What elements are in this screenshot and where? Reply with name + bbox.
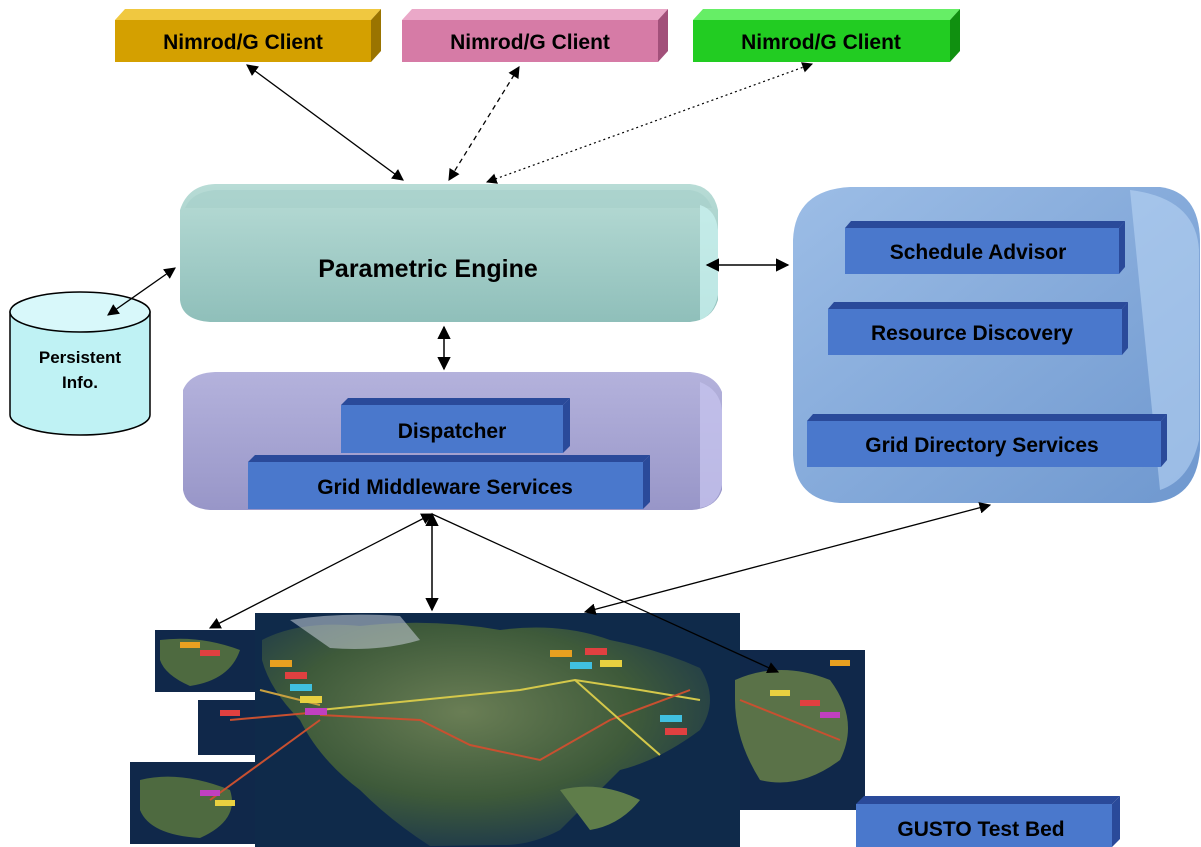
engine-label: Parametric Engine — [318, 255, 538, 283]
schedule-advisor-label: Schedule Advisor — [890, 241, 1067, 264]
client-label-2: Nimrod/G Client — [450, 31, 610, 54]
connector-client2-engine — [448, 66, 520, 181]
connector-middleware-west — [208, 513, 434, 629]
testbed-label: GUSTO Test Bed — [897, 818, 1064, 841]
connector-client1-engine — [246, 64, 404, 181]
flag-cluster-europe — [770, 660, 850, 718]
persistent-info-cylinder: Persistent Info. — [9, 291, 151, 436]
persistent-info-line2: Info. — [62, 373, 98, 392]
persistent-info-line1: Persistent — [39, 348, 122, 367]
dispatcher-label: Dispatcher — [398, 420, 507, 443]
grid-directory-box: Grid Directory Services — [807, 414, 1167, 467]
grid-middleware-box: Grid Middleware Services — [248, 455, 650, 509]
parametric-engine-box: Parametric Engine — [180, 184, 718, 322]
flag-cluster-insets — [180, 642, 240, 806]
client-box-face — [115, 20, 371, 62]
grid-middleware-label: Grid Middleware Services — [317, 476, 573, 499]
schedule-advisor-box: Schedule Advisor — [845, 221, 1125, 274]
flag-cluster-west — [270, 660, 327, 715]
resource-discovery-label: Resource Discovery — [871, 322, 1073, 345]
resource-discovery-box: Resource Discovery — [828, 302, 1128, 355]
grid-directory-label: Grid Directory Services — [865, 434, 1098, 457]
client-box-1: Nimrod/G Client — [115, 9, 381, 62]
testbed-label-box: GUSTO Test Bed — [856, 796, 1120, 847]
client-label-3: Nimrod/G Client — [741, 31, 901, 54]
dispatcher-box: Dispatcher — [341, 398, 570, 453]
middleware-panel: Dispatcher Grid Middleware Services — [183, 372, 722, 510]
client-box-2: Nimrod/G Client — [402, 9, 668, 62]
services-panel: Schedule Advisor Resource Discovery Grid… — [793, 187, 1200, 503]
testbed-map — [130, 613, 865, 847]
client-box-3: Nimrod/G Client — [693, 9, 960, 62]
connector-client3-engine — [485, 62, 814, 184]
connector-services-map — [583, 502, 992, 615]
connectors — [107, 62, 992, 673]
map-inset-2 — [198, 700, 260, 755]
client-label-1: Nimrod/G Client — [163, 31, 323, 54]
connector-engine-persistent — [107, 267, 176, 316]
flag-cluster-east — [550, 648, 687, 735]
